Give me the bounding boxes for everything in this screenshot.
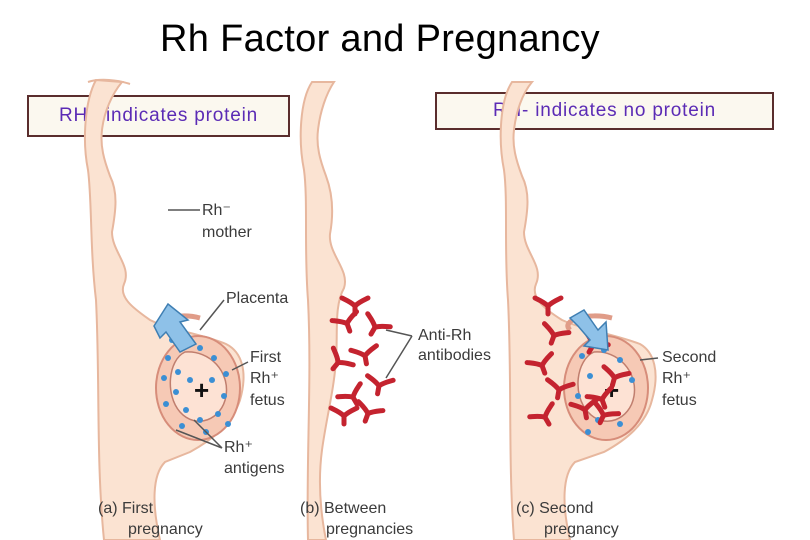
figure-first-pregnancy: + Rh⁻ mother Placenta First Rh⁺ fetus Rh… [84, 78, 288, 540]
figure-second-pregnancy: + Second Rh⁺ fetus (c) Second pregnancy [499, 81, 716, 540]
page-title: Rh Factor and Pregnancy [160, 18, 600, 60]
upward-arrow-icon [153, 302, 198, 353]
caption-a-line2: pregnancy [128, 521, 203, 538]
label-anti-rh: Anti-Rh [418, 327, 471, 344]
label-first-fetus: fetus [250, 392, 285, 409]
figure-between-pregnancies: Anti-Rh antibodies (b) Between pregnanci… [299, 81, 491, 540]
caption-b-line2: pregnancies [326, 521, 413, 538]
label-antigens-rh: Rh⁺ [224, 439, 253, 456]
fetus-first [169, 351, 228, 422]
caption-c-line2: pregnancy [544, 521, 619, 538]
label-rh-neg-mother: Rh⁻ [202, 202, 231, 219]
label-antigens: antigens [224, 460, 285, 477]
label-first: First [250, 349, 282, 366]
label-placenta: Placenta [226, 290, 288, 307]
label-second: Second [662, 349, 716, 366]
mother-silhouette-c [499, 81, 657, 540]
rh-negative-note: RH- indicates no protein [435, 92, 774, 130]
rh-positive-sign: + [194, 375, 209, 405]
mother-silhouette-b [299, 81, 347, 540]
label-antibodies: antibodies [418, 347, 491, 364]
label-mother: mother [202, 224, 252, 241]
label-second-rh: Rh⁺ [662, 370, 691, 387]
caption-a-line1: (a) First [98, 500, 154, 517]
label-first-rh: Rh⁺ [250, 370, 279, 387]
downward-arrow-icon [568, 309, 609, 351]
caption-b-line1: (b) Between [300, 500, 386, 517]
label-second-fetus: fetus [662, 392, 697, 409]
caption-c-line1: (c) Second [516, 500, 593, 517]
rh-positive-note: RH+ indicates protein [27, 95, 290, 137]
